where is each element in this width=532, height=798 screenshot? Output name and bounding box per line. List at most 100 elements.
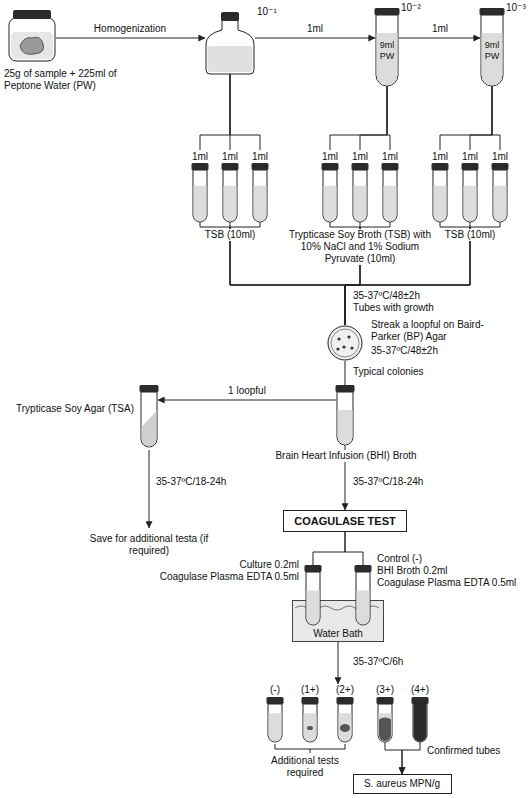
edge-label: 35-37ºC/6h <box>352 656 404 668</box>
clot <box>307 726 313 730</box>
broth-fill <box>434 186 447 222</box>
result-tube: (-) <box>262 684 288 742</box>
broth-tube: 1ml <box>487 150 513 222</box>
tube-cap <box>322 163 339 170</box>
node-text: 1ml <box>247 151 273 163</box>
result-box: S. aureus MPN/g <box>353 774 452 794</box>
node-text: 9ml PW <box>375 40 399 62</box>
node-text: 1ml <box>457 151 483 163</box>
node-text: BHI Broth 0.2ml <box>377 565 448 577</box>
jar-liquid <box>11 32 53 59</box>
tube-cap <box>375 8 400 15</box>
node-text: Trypticase Soy Agar (TSA) <box>4 403 134 415</box>
sample-jar: 25g of sample + 225ml of Peptone Water (… <box>8 10 56 62</box>
dilution-tube: 10⁻³9ml PW <box>480 8 504 86</box>
tube-outline <box>141 392 157 447</box>
note-label: 35-37ºC/18-24h <box>155 476 227 488</box>
node-text: Streak a loopful on Baird-Parker (BP) Ag… <box>371 319 496 343</box>
broth-tube: 1ml <box>217 150 243 222</box>
node-text: 10⁻² <box>401 2 421 14</box>
connector <box>387 86 390 150</box>
colony <box>336 347 339 350</box>
node-text: 25g of sample + 225ml of Peptone Water (… <box>4 68 144 92</box>
connector <box>330 86 387 150</box>
node-text: 1ml <box>427 151 453 163</box>
node-text: Water Bath <box>292 628 384 640</box>
node-text: (2+) <box>328 684 362 696</box>
clot <box>340 724 350 732</box>
bhi-broth-tube: Brain Heart Infusion (BHI) Broth <box>336 385 354 445</box>
jar-body <box>9 18 55 61</box>
node-text: 1ml <box>217 151 243 163</box>
edge-label: 1 loopful <box>227 385 267 397</box>
note-label: TSB (10ml) <box>204 229 257 241</box>
tube-cap <box>336 385 355 392</box>
shape-outline <box>355 565 371 625</box>
broth-fill <box>254 186 267 222</box>
dilution-tube: 10⁻²9ml PW <box>375 8 399 86</box>
tube-outline <box>253 170 267 222</box>
bottle-liquid <box>208 46 253 72</box>
tube-outline <box>493 170 507 222</box>
edge-label: Homogenization <box>93 23 167 35</box>
broth-tube: 1ml <box>317 150 343 222</box>
tube-outline <box>306 572 320 625</box>
node-text: 35-37ºC/48±2h <box>371 345 438 357</box>
connector <box>345 532 363 565</box>
bottle-outline <box>206 20 254 74</box>
tube-cap <box>355 565 372 572</box>
node-text: Culture 0.2ml <box>139 559 299 571</box>
tube-cap <box>432 163 449 170</box>
tube-outline <box>303 704 317 742</box>
connector <box>158 400 336 401</box>
tube-outline <box>433 170 447 222</box>
shape-outline <box>336 385 354 445</box>
connector <box>313 532 345 565</box>
tube-outline <box>413 704 427 742</box>
result-tube: (2+) <box>332 684 358 742</box>
node-text: Coagulase Plasma EDTA 0.5ml <box>139 571 299 583</box>
tube-cap <box>377 697 394 704</box>
colony <box>337 337 340 340</box>
note-label: Confirmed tubes <box>426 745 501 757</box>
shape-outline <box>140 385 158 447</box>
shape-outline <box>327 325 363 361</box>
broth-fill <box>354 186 367 222</box>
tube-outline <box>337 392 353 445</box>
node-text: S. aureus MPN/g <box>354 775 451 793</box>
edge-label: 1ml <box>306 23 324 35</box>
tube-outline <box>223 170 237 222</box>
tube-outline <box>193 170 207 222</box>
plate-rim <box>331 329 359 357</box>
edge-label: 1ml <box>431 23 449 35</box>
connector <box>360 86 387 150</box>
tube-cap <box>192 163 209 170</box>
node-text: Control (-) <box>377 553 422 565</box>
edge-label: 35-37ºC/18-24h <box>352 476 424 488</box>
note-label: Trypticase Soy Broth (TSB) with 10% NaCl… <box>284 229 436 265</box>
edge-label: Typical colonies <box>352 366 425 378</box>
process-box: COAGULASE TEST <box>283 510 407 532</box>
broth-tube: 1ml <box>247 150 273 222</box>
broth-tube: 1ml <box>427 150 453 222</box>
broth-fill <box>379 713 392 741</box>
connector <box>338 642 339 684</box>
node-text: 1ml <box>347 151 373 163</box>
connector <box>440 86 492 150</box>
connector <box>402 742 420 774</box>
result-tube: (4+) <box>407 684 433 742</box>
tube-outline <box>463 170 477 222</box>
tube-outline <box>338 704 352 742</box>
tube-cap <box>305 565 322 572</box>
note-label: Tubes with growth <box>352 302 435 314</box>
tube-outline <box>323 170 337 222</box>
broth-fill <box>194 186 207 222</box>
connector <box>470 86 492 150</box>
result-tube: (1+) <box>297 684 323 742</box>
node-text: 9ml PW <box>480 40 504 62</box>
connector <box>56 38 205 39</box>
connector <box>492 86 500 150</box>
jar-lid <box>13 10 51 19</box>
